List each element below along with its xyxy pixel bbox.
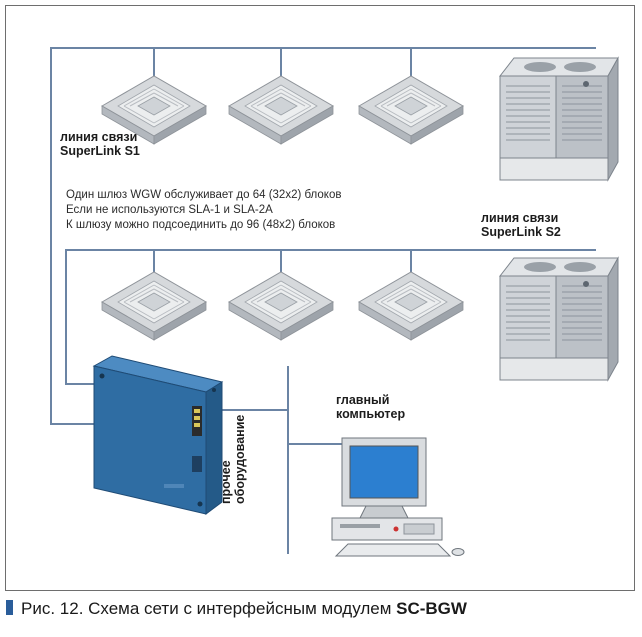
superlink-s1-label: линия связи SuperLink S1 <box>60 130 140 158</box>
superlink-s2-line <box>65 249 596 385</box>
network-lines <box>50 47 596 554</box>
figure-caption: Рис. 12. Схема сети с интерфейсным модул… <box>6 599 467 619</box>
superlink-s1-line <box>50 47 596 425</box>
caption-marker <box>6 600 13 615</box>
superlink-s2-label: линия связи SuperLink S2 <box>481 211 561 239</box>
network-diagram <box>50 47 619 557</box>
gateway-module-icon <box>92 355 224 515</box>
indoor-unit-5 <box>228 271 334 341</box>
outdoor-unit-1 <box>499 57 619 181</box>
indoor-unit-4 <box>101 271 207 341</box>
indoor-unit-6 <box>358 271 464 341</box>
desktop-computer-icon <box>331 437 465 557</box>
other-equipment-label: прочее оборудование <box>219 414 247 504</box>
outdoor-unit-2 <box>499 257 619 381</box>
main-computer-label: главный компьютер <box>336 393 406 421</box>
network-capacity-note: Один шлюз WGW обслуживает до 64 (32x2) б… <box>66 189 342 231</box>
indoor-unit-2 <box>228 75 334 145</box>
indoor-unit-3 <box>358 75 464 145</box>
figure-frame: линия связи SuperLink S1 Один шлюз WGW о… <box>5 5 635 591</box>
